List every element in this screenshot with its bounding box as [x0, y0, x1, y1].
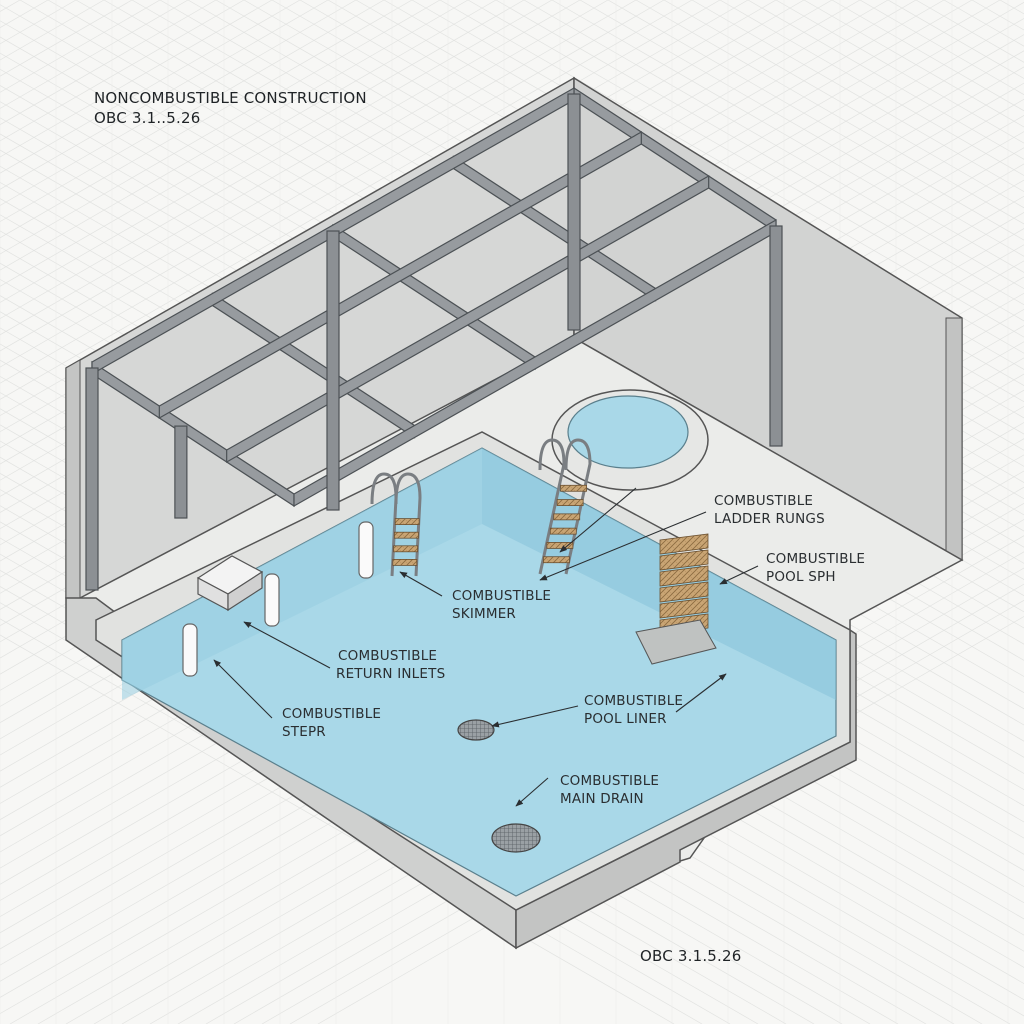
- callout-pool-sph-line2: POOL SPH: [766, 569, 836, 585]
- leader-ladder-rungs: [539, 511, 707, 581]
- leader-lines: [213, 487, 759, 807]
- steel-frame: [85, 86, 783, 591]
- skimmer: [196, 555, 264, 612]
- small-drain: [457, 719, 495, 741]
- callout-return-inlets-line1: COMBUSTIBLE: [338, 648, 438, 664]
- left-wall-edge: [65, 359, 81, 601]
- return-inlet-pipe: [264, 573, 280, 627]
- steel-column: [174, 425, 188, 519]
- return-inlet-pipe: [182, 623, 198, 677]
- callout-skimmer-line1: COMBUSTIBLE: [452, 588, 552, 604]
- pool-ladder: [370, 472, 422, 577]
- return-inlets: [182, 521, 374, 677]
- callout-pool-liner-line2: POOL LINER: [584, 711, 667, 727]
- steel-column: [326, 230, 340, 511]
- hot-tub-water: [567, 395, 689, 469]
- header-code-ref: OBC 3.1..5.26: [94, 109, 201, 127]
- step-base: [635, 619, 717, 665]
- steel-column: [567, 93, 581, 331]
- skimmer-side: [227, 570, 263, 612]
- pool-water: [121, 447, 837, 897]
- leader-pool-sph: [719, 565, 759, 585]
- steel-beam: [226, 174, 710, 464]
- callout-pool-liner-line1: COMBUSTIBLE: [584, 693, 684, 709]
- leader-skimmer-2: [559, 487, 637, 553]
- right-wall-edge: [945, 317, 963, 561]
- footer-code-ref: OBC 3.1.5.26: [640, 947, 742, 965]
- step-tread: [659, 549, 709, 571]
- leader-pool-liner: [491, 705, 579, 728]
- callout-skimmer-line2: SKIMMER: [452, 606, 517, 622]
- leader-main-drain: [515, 777, 549, 807]
- callout-stepr-line1: COMBUSTIBLE: [282, 706, 382, 722]
- step-tread: [659, 565, 709, 587]
- steel-column: [85, 367, 99, 591]
- steel-beam: [158, 130, 642, 420]
- step-tread: [659, 597, 709, 619]
- pool-back-left-wall: [122, 448, 482, 700]
- callout-pool-sph-line1: COMBUSTIBLE: [766, 551, 866, 567]
- callout-ladder-rungs-line1: COMBUSTIBLE: [714, 493, 814, 509]
- main-drain: [491, 823, 541, 853]
- leader-return-inlets: [243, 621, 331, 669]
- return-inlet-pipe: [358, 521, 374, 579]
- pool-back-right-wall: [482, 448, 836, 700]
- header-title: NONCOMBUSTIBLE CONSTRUCTION: [94, 89, 367, 107]
- callout-stepr-line2: STEPR: [282, 724, 326, 740]
- step-tread: [659, 581, 709, 603]
- step-tread: [659, 533, 709, 555]
- callout-return-inlets-line2: RETURN INLETS: [336, 666, 446, 682]
- leader-skimmer: [399, 571, 443, 597]
- drains: [457, 719, 541, 853]
- leader-pool-liner-2: [675, 673, 727, 713]
- steel-column: [769, 225, 783, 447]
- callout-main-drain-line2: MAIN DRAIN: [560, 791, 644, 807]
- callout-ladder-rungs-line2: LADDER RUNGS: [714, 511, 825, 527]
- pool-steps: [635, 533, 717, 665]
- leader-stepr: [213, 659, 273, 719]
- callout-main-drain-line1: COMBUSTIBLE: [560, 773, 660, 789]
